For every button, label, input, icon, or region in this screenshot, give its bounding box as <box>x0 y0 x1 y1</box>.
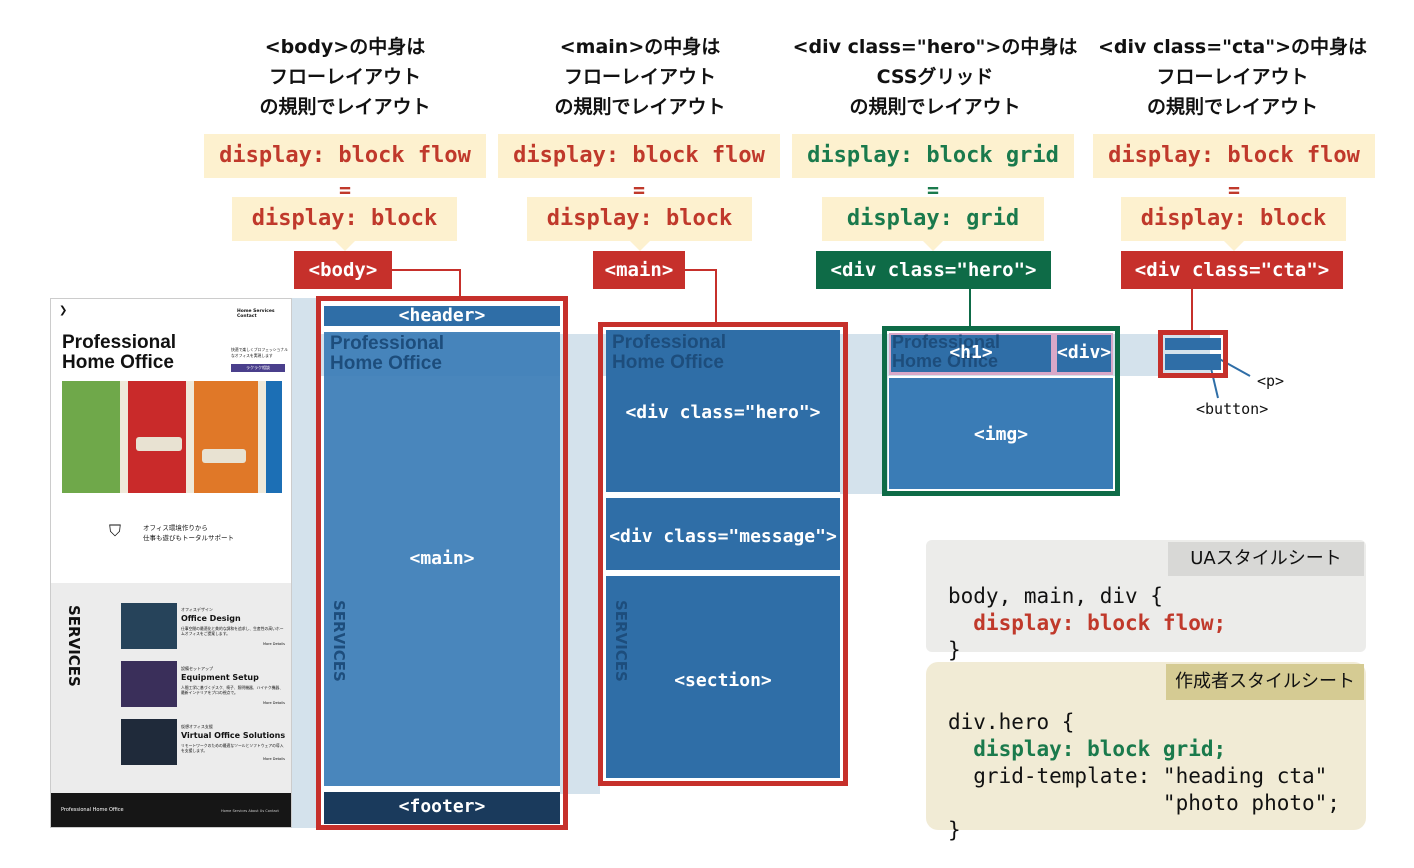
header-block <box>324 306 560 326</box>
button-label: <button> <box>1196 400 1269 418</box>
main-outline <box>598 322 848 786</box>
service-cat-1: オフィスデザイン <box>181 607 213 612</box>
service-more-3[interactable]: More Details <box>263 757 285 761</box>
hero-label: <div class="hero"> <box>625 402 821 423</box>
p-label: <p> <box>1257 372 1285 390</box>
heading-main: <main>の中身はフローレイアウトの規則でレイアウト <box>554 36 726 118</box>
p-block <box>1165 338 1221 350</box>
tag-body: <body> <box>294 251 392 289</box>
section-label: <section> <box>674 670 772 691</box>
div-cell <box>1057 335 1111 372</box>
tag-hero: <div class="hero"> <box>816 251 1051 289</box>
chip-cta-short: display: block <box>1121 197 1346 241</box>
service-more-1[interactable]: More Details <box>263 642 285 646</box>
nav-links[interactable]: Home Services Contact <box>237 309 275 319</box>
body-outline <box>316 296 568 830</box>
section-block <box>606 576 840 778</box>
chip-hero-full: display: block grid <box>792 134 1074 178</box>
footer-label: <footer> <box>398 796 486 817</box>
footer-block <box>324 792 560 824</box>
message-text: オフィス環境作りから仕事も遊びもトータルサポート <box>143 524 234 542</box>
equals-sign: = <box>1227 178 1241 202</box>
footer-brand: Professional Home Office <box>61 807 124 813</box>
message-block <box>606 498 840 570</box>
message-label: <div class="message"> <box>609 526 837 547</box>
footer-nav[interactable]: Home Services About Us Contact <box>221 809 279 813</box>
arrow-down-icon <box>335 241 355 251</box>
ua-code: body, main, div { display: block flow;} <box>948 584 1227 662</box>
author-code: div.hero { display: block grid; grid-tem… <box>948 710 1340 842</box>
hero-block <box>606 330 840 492</box>
main-block <box>324 332 560 786</box>
chip-hero-short: display: grid <box>822 197 1044 241</box>
service-title-3: Virtual Office Solutions <box>181 731 286 740</box>
hero-lead: 快適で楽しくプロフェッショナルなオフィスを実現します <box>231 347 288 358</box>
author-stylesheet-label: 作成者スタイルシート <box>1166 664 1364 700</box>
equals-sign: = <box>926 178 940 202</box>
h1-cell <box>891 335 1051 372</box>
img-cell <box>889 378 1113 489</box>
chip-body-short: display: block <box>232 197 457 241</box>
hero-outline <box>882 326 1120 496</box>
h1-label: <h1> <box>949 342 993 363</box>
body-band <box>290 298 320 828</box>
logo-icon: ❯ <box>59 305 68 316</box>
arrow-down-icon <box>630 241 650 251</box>
service-more-2[interactable]: More Details <box>263 701 285 705</box>
tag-main: <main> <box>593 251 685 289</box>
service-image-2 <box>121 661 177 707</box>
button-block <box>1165 354 1221 370</box>
img-label: <img> <box>973 424 1029 445</box>
service-title-1: Office Design <box>181 614 241 623</box>
ua-stylesheet-label: UAスタイルシート <box>1168 542 1364 576</box>
tag-cta: <div class="cta"> <box>1121 251 1343 289</box>
hero-band-2 <box>840 334 888 494</box>
arrow-down-icon <box>923 241 943 251</box>
service-text-3: リモートワークのための最適なツールとソフトウェアの導入を支援します。 <box>181 743 284 753</box>
service-cat-2: 設備セットアップ <box>181 666 213 671</box>
heading-cta: <div class="cta">の中身はフローレイアウトの規則でレイアウト <box>1097 36 1368 118</box>
cta-outline <box>1158 330 1228 378</box>
equals-sign: = <box>632 178 646 202</box>
chip-main-full: display: block flow <box>498 134 780 178</box>
heading-body: <body>の中身はフローレイアウトの規則でレイアウト <box>259 36 431 118</box>
service-image-1 <box>121 603 177 649</box>
equals-sign: = <box>338 178 352 202</box>
desk-icon: ⛉ <box>109 521 122 540</box>
service-title-2: Equipment Setup <box>181 673 259 682</box>
ghost-services: SERVICES <box>330 600 348 682</box>
main-label: <main> <box>409 548 475 569</box>
chip-cta-full: display: block flow <box>1093 134 1375 178</box>
service-cat-3: 仮想オフィス支援 <box>181 724 213 729</box>
hero-image <box>62 381 282 493</box>
header-label: <header> <box>398 305 486 326</box>
footer <box>51 793 291 827</box>
service-text-2: 人間工学に基づくデスク、椅子、照明機器、ハイテク機器、最新インテリアをプロの視点… <box>181 685 284 695</box>
ghost-services: SERVICES <box>612 600 630 682</box>
service-image-3 <box>121 719 177 765</box>
chip-main-short: display: block <box>527 197 752 241</box>
chip-body-full: display: block flow <box>204 134 486 178</box>
div-label: <div> <box>1057 342 1112 363</box>
arrow-down-icon <box>1224 241 1244 251</box>
service-text-1: 仕事空間の最適化と美的な調和を追求し、生産性の高いホームオフィスをご提案します。 <box>181 626 284 636</box>
services-vertical-title: SERVICES <box>65 605 83 687</box>
hero-cta-button[interactable]: ラクラク相談 <box>231 364 285 372</box>
